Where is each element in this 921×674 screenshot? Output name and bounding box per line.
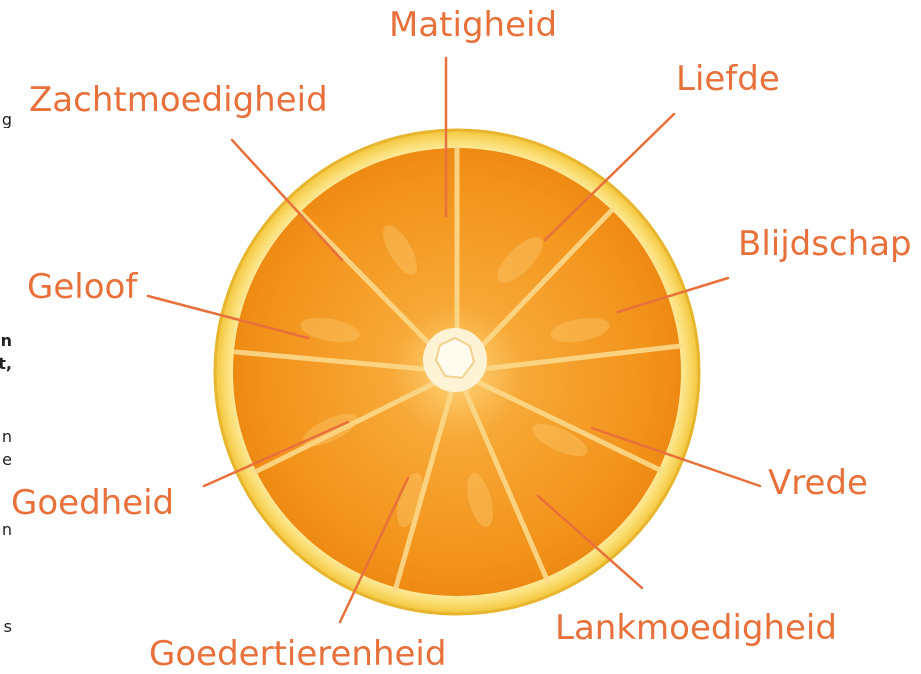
- label-blijdschap: Blijdschap: [738, 227, 912, 261]
- label-matigheid: Matigheid: [389, 8, 557, 42]
- cropped-text-fragment: s: [0, 619, 14, 635]
- cropped-text-fragment: n: [0, 333, 14, 349]
- label-goedertierenheid: Goedertierenheid: [149, 637, 446, 671]
- cropped-text-fragment: e: [0, 452, 14, 468]
- cropped-text-fragment: n: [0, 522, 14, 538]
- cropped-text-fragment: g: [0, 112, 14, 128]
- label-liefde: Liefde: [676, 62, 780, 96]
- label-zachtmoedigheid: Zachtmoedigheid: [29, 83, 328, 117]
- orange-core: [423, 328, 487, 392]
- cropped-text-fragment: t,: [0, 356, 14, 372]
- label-vrede: Vrede: [768, 466, 868, 500]
- label-geloof: Geloof: [27, 270, 137, 304]
- label-lankmoedigheid: Lankmoedigheid: [555, 611, 837, 645]
- label-goedheid: Goedheid: [11, 486, 174, 520]
- cropped-text-fragment: n: [0, 429, 14, 445]
